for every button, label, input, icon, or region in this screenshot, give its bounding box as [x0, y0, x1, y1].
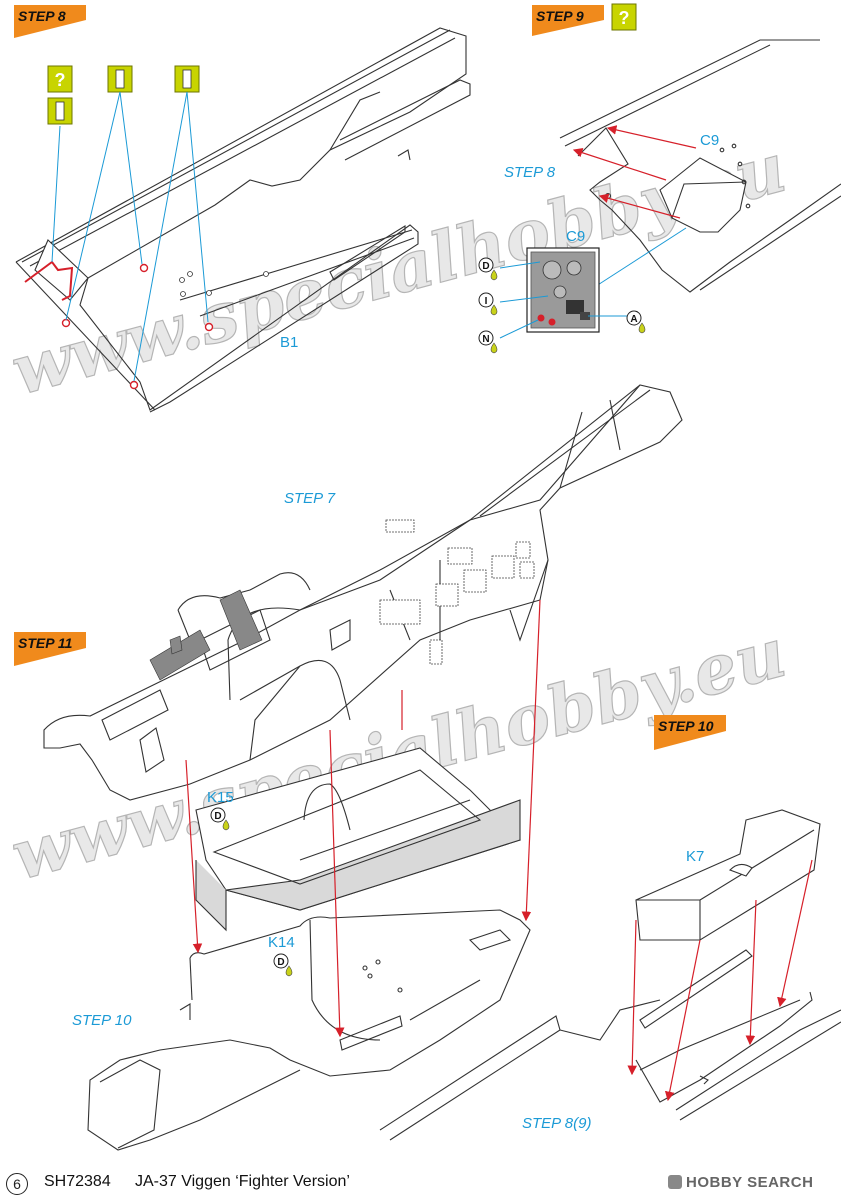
paint-code-d: D — [478, 257, 498, 281]
step-8-9-reference: STEP 8(9) — [522, 1115, 591, 1132]
svg-text:I: I — [485, 296, 488, 307]
svg-text:A: A — [630, 314, 637, 325]
paint-code-i: I — [478, 292, 498, 316]
part-label-c9-detail: C9 — [566, 228, 585, 245]
logo-text: HOBBY SEARCH — [686, 1174, 814, 1191]
svg-text:?: ? — [619, 8, 630, 28]
assembly-arrows-step10 — [627, 859, 813, 1102]
instrument-panel-c9 — [526, 247, 600, 333]
product-code: SH72384 — [44, 1173, 111, 1190]
drill-icon — [107, 65, 133, 93]
paint-code-d: D — [273, 953, 293, 977]
fuselage-half-step10 — [379, 949, 841, 1141]
svg-text:STEP 8: STEP 8 — [18, 8, 66, 24]
part-label-c9: C9 — [700, 132, 719, 149]
fuselage-half-step9 — [559, 39, 841, 293]
callout-lines — [51, 91, 209, 382]
cockpit-tub — [195, 747, 522, 932]
part-label-k15: K15 — [207, 789, 234, 806]
step-8-reference: STEP 8 — [504, 164, 556, 181]
page-number: 6 — [6, 1173, 28, 1195]
drill-icon — [47, 97, 73, 125]
paint-code-n: N — [478, 330, 498, 354]
callout-line — [589, 227, 687, 291]
logo-mark-icon — [668, 1175, 682, 1189]
assembly-arrows-step11 — [185, 599, 541, 1038]
svg-text:www.specialhobby.eu: www.specialhobby.eu — [4, 128, 794, 411]
paint-callout-lines — [499, 261, 630, 339]
part-k7 — [635, 809, 821, 941]
step-11-badge: STEP 11 — [14, 632, 86, 666]
step-7-reference: STEP 7 — [284, 490, 336, 507]
part-label-k14: K14 — [268, 934, 295, 951]
kit-title: JA-37 Viggen ‘Fighter Version’ — [135, 1173, 350, 1190]
cut-line — [24, 260, 74, 301]
step-9-badge: STEP 9 — [532, 5, 604, 36]
svg-text:STEP 10: STEP 10 — [658, 718, 714, 734]
svg-text:N: N — [482, 334, 489, 345]
step-10-reference: STEP 10 — [72, 1012, 132, 1029]
step-8-badge: STEP 8 — [14, 5, 86, 38]
locating-pins — [179, 271, 269, 297]
watermark-upper: www.specialhobby.eu — [3, 127, 794, 412]
svg-text:STEP 9: STEP 9 — [536, 8, 584, 24]
svg-text:STEP 11: STEP 11 — [18, 635, 73, 651]
part-label-k7: K7 — [686, 848, 704, 865]
hobby-search-logo: HOBBY SEARCH — [668, 1174, 813, 1191]
drill-icon — [174, 65, 200, 93]
svg-text:?: ? — [55, 70, 66, 90]
footer: 6 SH72384 JA-37 Viggen ‘Fighter Version’… — [0, 1168, 841, 1200]
step-10-badge: STEP 10 — [654, 715, 726, 750]
assembly-arrows-step9 — [572, 125, 697, 219]
cockpit-interior — [149, 589, 263, 681]
question-icon: ? — [47, 65, 73, 93]
svg-text:D: D — [482, 261, 489, 272]
lower-fuselage — [87, 909, 531, 1151]
question-icon: ? — [611, 3, 637, 31]
paint-code-d: D — [210, 807, 230, 831]
paint-code-a: A — [626, 310, 646, 334]
svg-text:D: D — [214, 811, 221, 822]
part-label-b1: B1 — [280, 334, 298, 351]
cockpit-panels — [379, 519, 535, 665]
svg-text:D: D — [277, 957, 284, 968]
